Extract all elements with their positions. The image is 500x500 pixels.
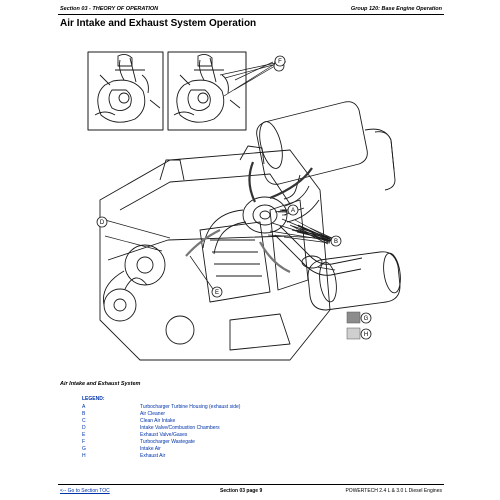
callout-bubbles bbox=[96, 55, 342, 298]
footer-divider bbox=[58, 484, 444, 485]
legend-label: Turbocharger Turbine Housing (exhaust si… bbox=[140, 404, 241, 410]
engine-illustration: A B D E F G H bbox=[87, 51, 401, 361]
callout-f bbox=[274, 55, 286, 67]
callout-d bbox=[96, 216, 108, 228]
legend-label: Air Cleaner bbox=[140, 411, 166, 417]
page-title: Air Intake and Exhaust System Operation bbox=[60, 18, 257, 29]
legend-label: Exhaust Valve/Gases bbox=[140, 432, 188, 438]
legend-item: G Intake Air bbox=[82, 446, 340, 453]
figure-caption: Air Intake and Exhaust System bbox=[60, 381, 141, 387]
group-header: Group 120: Base Engine Operation bbox=[350, 6, 442, 12]
legend-key: D bbox=[82, 425, 86, 431]
page-number: Section 03 page 9 bbox=[220, 488, 263, 494]
legend-item: C Clean Air Intake bbox=[82, 418, 340, 425]
legend-list: A Turbocharger Turbine Housing (exhaust … bbox=[82, 404, 340, 460]
callout-e bbox=[211, 286, 223, 298]
legend-item: H Exhaust Air bbox=[82, 453, 340, 460]
legend-item: B Air Cleaner bbox=[82, 411, 340, 418]
legend-key: B bbox=[82, 411, 86, 417]
callout-letter-f: F bbox=[278, 59, 282, 65]
callout-letter-b: B bbox=[334, 239, 338, 245]
legend-item: A Turbocharger Turbine Housing (exhaust … bbox=[82, 404, 340, 411]
air-cleaner bbox=[274, 225, 401, 311]
product-name: POWERTECH 2.4 L & 3.0 L Diesel Engines bbox=[345, 488, 442, 494]
legend-key: C bbox=[82, 418, 86, 424]
legend-key: F bbox=[82, 439, 86, 445]
legend-label: Clean Air Intake bbox=[140, 418, 176, 424]
detail-inset-right bbox=[167, 51, 247, 131]
legend-label: Turbocharger Wastegate bbox=[140, 439, 195, 445]
callout-letter-e: E bbox=[215, 290, 219, 296]
callout-letters: A B D E F bbox=[100, 59, 338, 296]
detail-inset-left bbox=[87, 51, 164, 131]
legend-key: G bbox=[82, 446, 86, 452]
legend-heading: LEGEND: bbox=[82, 396, 105, 402]
flow-swatches: G H bbox=[346, 311, 372, 340]
callout-letter-a: A bbox=[291, 208, 295, 214]
callout-b bbox=[330, 235, 342, 247]
callout-a bbox=[287, 204, 299, 216]
exhaust-flow-arrows bbox=[248, 161, 313, 203]
callout-letter-d: D bbox=[100, 220, 105, 226]
legend-item: F Turbocharger Wastegate bbox=[82, 439, 340, 446]
legend-label: Intake Air bbox=[140, 446, 161, 452]
legend-item: D Intake Valve/Combustion Chambers bbox=[82, 425, 340, 432]
section-toc-link[interactable]: <-- Go to Section TOC bbox=[60, 488, 110, 494]
engine-block bbox=[99, 145, 331, 361]
legend-key: E bbox=[82, 432, 86, 438]
legend-key: A bbox=[82, 404, 86, 410]
section-header: Section 03 - THEORY OF OPERATION bbox=[60, 6, 159, 12]
svg-text:G: G bbox=[364, 316, 369, 322]
legend-label: Exhaust Air bbox=[140, 453, 166, 459]
header-divider bbox=[58, 14, 444, 15]
leader-lines bbox=[104, 61, 337, 293]
svg-text:H: H bbox=[364, 332, 368, 338]
legend-key: H bbox=[82, 453, 86, 459]
legend-item: E Exhaust Valve/Gases bbox=[82, 432, 340, 439]
legend-label: Intake Valve/Combustion Chambers bbox=[140, 425, 220, 431]
intake-flow-arrows bbox=[185, 229, 291, 274]
